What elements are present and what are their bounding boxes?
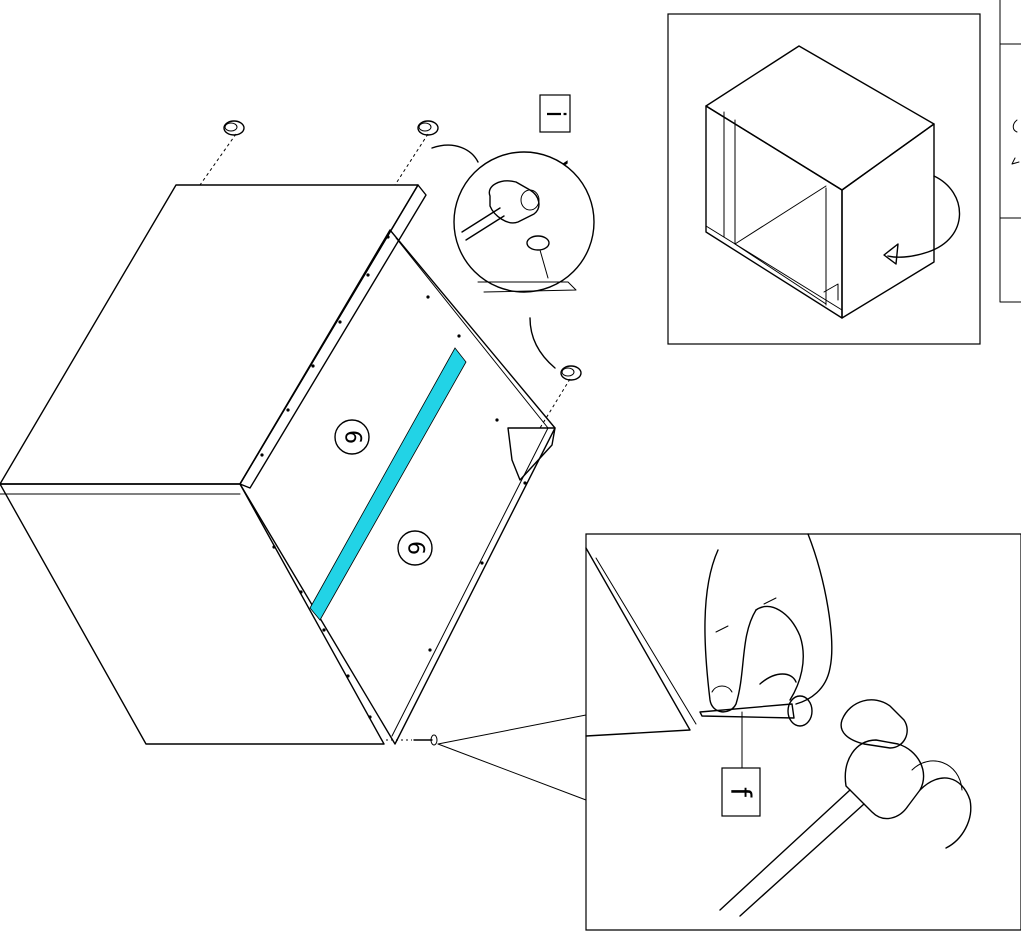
hammer-icon bbox=[461, 180, 540, 241]
cabinet-body: 6 6 bbox=[0, 184, 556, 745]
nail-callout bbox=[386, 714, 587, 801]
cabinet-front-face bbox=[0, 483, 385, 745]
glide-foot-1 bbox=[199, 120, 245, 186]
glide-foot-3 bbox=[539, 365, 582, 429]
rotate-arrow-icon bbox=[887, 175, 961, 258]
detail-circle-glide bbox=[431, 144, 595, 369]
svg-text:6: 6 bbox=[340, 430, 365, 444]
svg-text:6: 6 bbox=[403, 541, 428, 555]
hammer-icon bbox=[719, 699, 972, 917]
back-panel bbox=[239, 229, 556, 745]
panel-number-lower: 6 bbox=[397, 530, 433, 566]
highlight-strip bbox=[309, 347, 467, 621]
svg-text:f: f bbox=[725, 787, 758, 798]
nail-holes bbox=[260, 235, 527, 719]
panel-number-upper: 6 bbox=[334, 419, 370, 455]
flip-cabinet-inset bbox=[667, 0, 1021, 345]
nail-detail-box: f bbox=[585, 533, 1021, 931]
cabinet-bottom-edge bbox=[507, 427, 556, 481]
cabinet-top-edge bbox=[239, 184, 427, 489]
nail-icon bbox=[699, 695, 813, 727]
glide-foot-2 bbox=[394, 120, 439, 186]
hardware-label-i: i bbox=[539, 94, 571, 133]
glide-feet bbox=[199, 120, 582, 429]
hardware-label-f: f bbox=[721, 767, 761, 817]
svg-text:i: i bbox=[540, 110, 570, 117]
